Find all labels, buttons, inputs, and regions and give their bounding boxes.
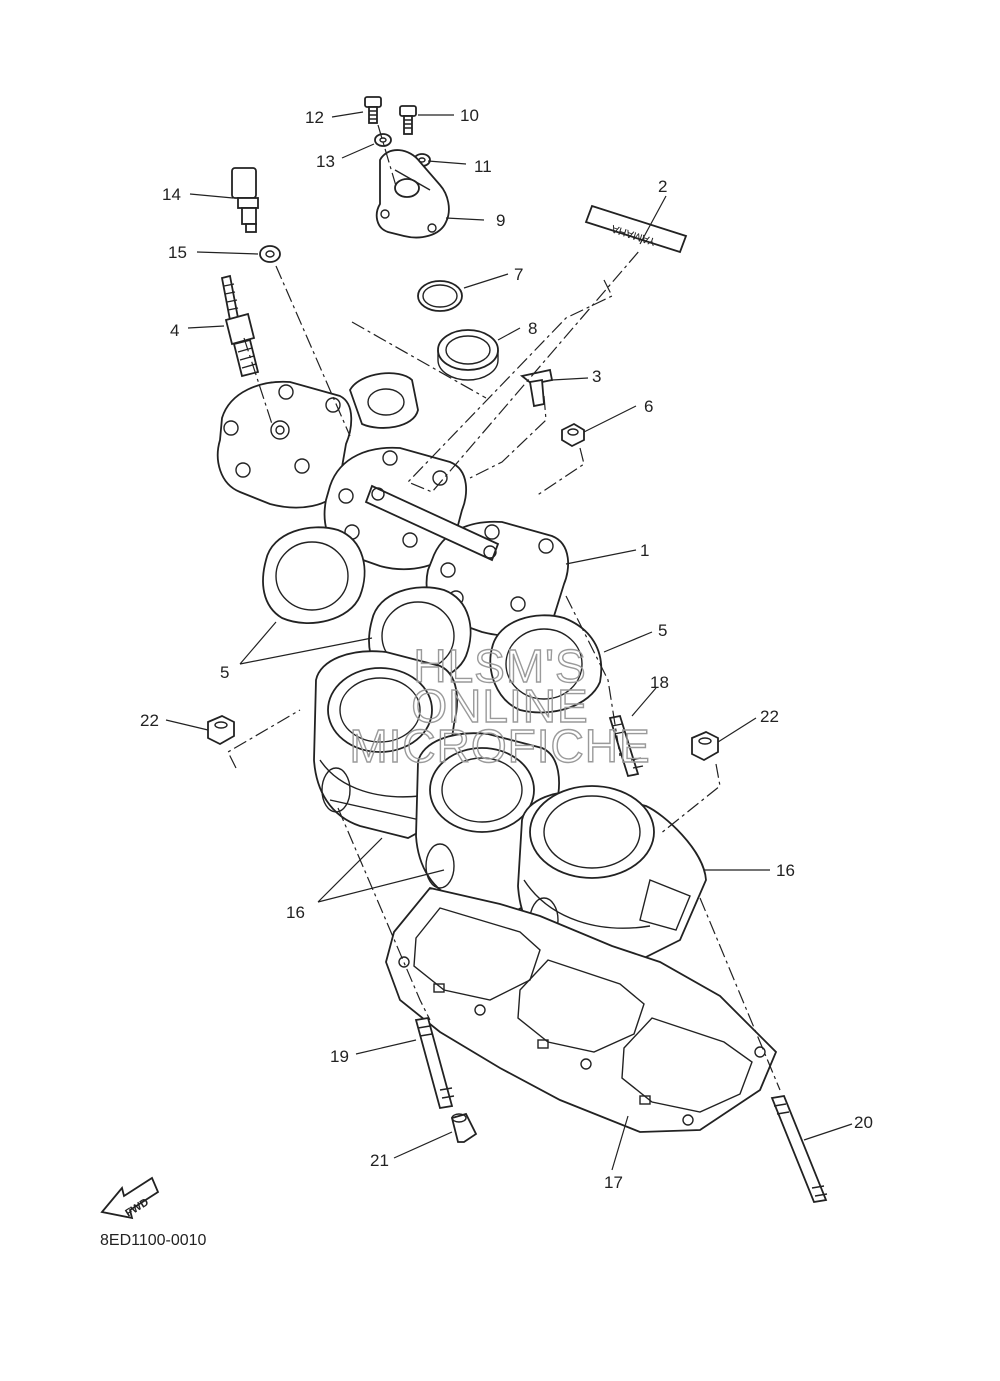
part-stud-20 — [770, 1094, 828, 1204]
watermark-line-3: MICROFICHE — [349, 720, 650, 772]
part-temperature-sensor-14 — [231, 167, 259, 233]
part-nut-21 — [450, 1112, 478, 1143]
part-bolt-10 — [399, 105, 417, 135]
watermark-line-2: ONLINE — [411, 680, 588, 732]
callout-19: 19 — [330, 1047, 349, 1066]
part-washer-13 — [374, 133, 392, 147]
callout-11: 11 — [474, 157, 492, 176]
callout-18: 18 — [650, 673, 669, 692]
callout-13: 13 — [316, 152, 335, 171]
watermark-line-1: HLSM'S — [413, 640, 586, 692]
callout-22b: 22 — [760, 707, 779, 726]
part-o-ring-7 — [417, 280, 463, 312]
assembly-lines — [227, 124, 781, 1091]
drawing-code: 8ED1100-0010 — [100, 1232, 207, 1249]
callout-10: 10 — [460, 106, 479, 125]
part-thermostat-8 — [437, 329, 499, 381]
callout-8: 8 — [528, 319, 537, 338]
part-stud-19 — [414, 1016, 455, 1110]
callout-16b: 16 — [776, 861, 795, 880]
part-nut-22b — [691, 731, 719, 762]
callout-14: 14 — [162, 185, 181, 204]
callout-16a: 16 — [286, 903, 305, 922]
part-decal-2: YAMAHA — [584, 204, 688, 254]
callout-7: 7 — [514, 265, 523, 284]
callout-2: 2 — [658, 177, 667, 196]
part-washer-15 — [259, 245, 281, 263]
part-nut-22a — [207, 715, 235, 746]
watermark: HLSM'S ONLINE MICROFICHE — [349, 639, 651, 772]
leader-lines — [165, 111, 853, 1171]
callout-5a: 5 — [220, 663, 229, 682]
callout-9: 9 — [496, 211, 505, 230]
callout-5b: 5 — [658, 621, 667, 640]
callout-20: 20 — [854, 1113, 873, 1132]
callout-3: 3 — [592, 367, 601, 386]
callout-12: 12 — [305, 108, 324, 127]
part-spark-plug-4 — [220, 274, 260, 378]
callout-22a: 22 — [140, 711, 159, 730]
fwd-arrow-icon: FWD — [100, 1176, 160, 1220]
part-fitting-3 — [519, 368, 554, 408]
part-cylinder-16 — [313, 650, 707, 967]
part-stud-18 — [608, 714, 644, 778]
part-bolt-12 — [364, 96, 382, 124]
callout-4: 4 — [170, 321, 179, 340]
callout-labels: 1 2 3 4 5 5 6 7 8 9 10 11 12 13 14 15 16… — [140, 106, 873, 1192]
callout-1: 1 — [640, 541, 649, 560]
callout-17: 17 — [604, 1173, 623, 1192]
part-nut-6 — [561, 422, 585, 448]
callout-21: 21 — [370, 1151, 389, 1170]
callout-6: 6 — [644, 397, 653, 416]
part-base-gasket-17 — [385, 886, 778, 1133]
callout-15: 15 — [168, 243, 187, 262]
part-thermostat-cover-9 — [375, 149, 450, 239]
